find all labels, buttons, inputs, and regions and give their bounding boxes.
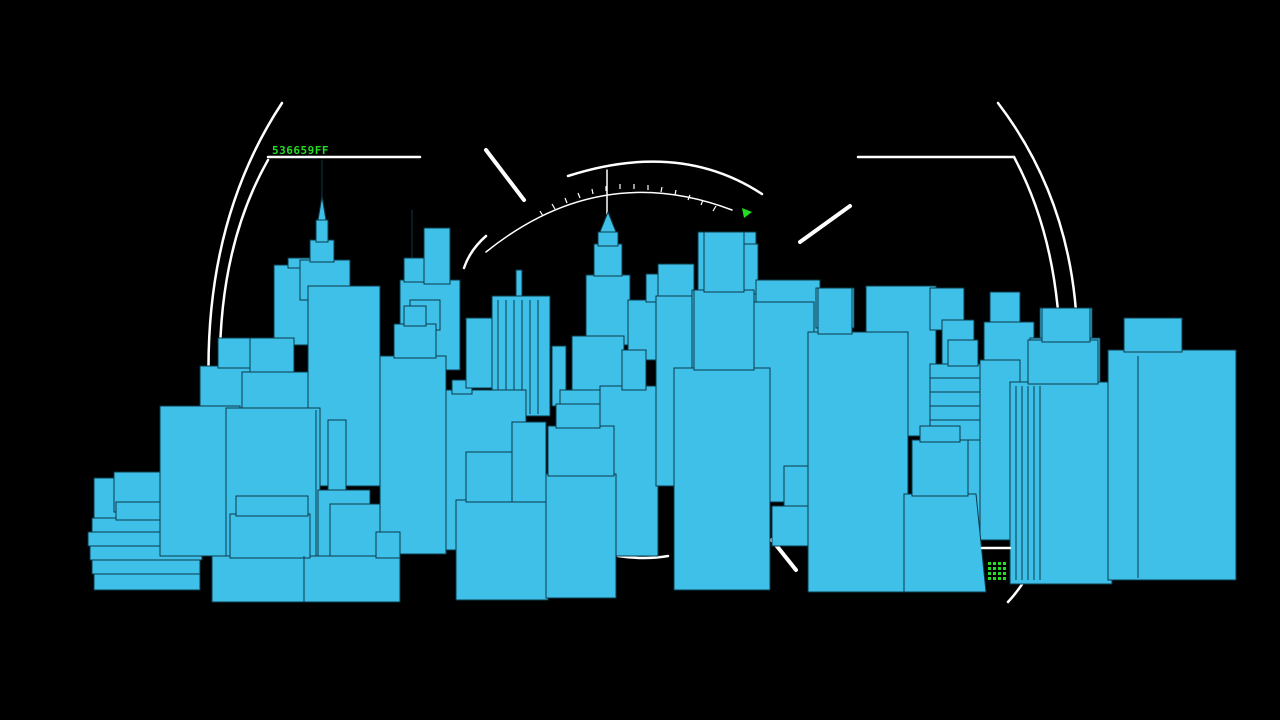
dial-marker-icon <box>742 208 752 218</box>
building-front-left-low <box>211 489 401 603</box>
building-front-far-right <box>1107 317 1237 581</box>
building-front-center-tall <box>673 231 771 591</box>
dial-ticks <box>539 184 717 217</box>
city-skyline <box>87 160 1237 603</box>
tick-upper-left <box>484 148 526 202</box>
hud-code-label: 536659FF <box>272 144 329 157</box>
center-dial-arc <box>485 191 733 253</box>
hud-accents <box>742 208 1006 580</box>
tick-upper-right <box>798 204 852 244</box>
center-inner-left-arc <box>462 234 488 270</box>
center-ring-top <box>566 160 764 196</box>
building-front-center-left <box>455 403 617 601</box>
status-dots-icon <box>988 562 1006 580</box>
building-front-right-tall <box>807 287 987 593</box>
hud-overlay <box>207 101 1079 604</box>
center-ring-bottom <box>616 554 670 560</box>
